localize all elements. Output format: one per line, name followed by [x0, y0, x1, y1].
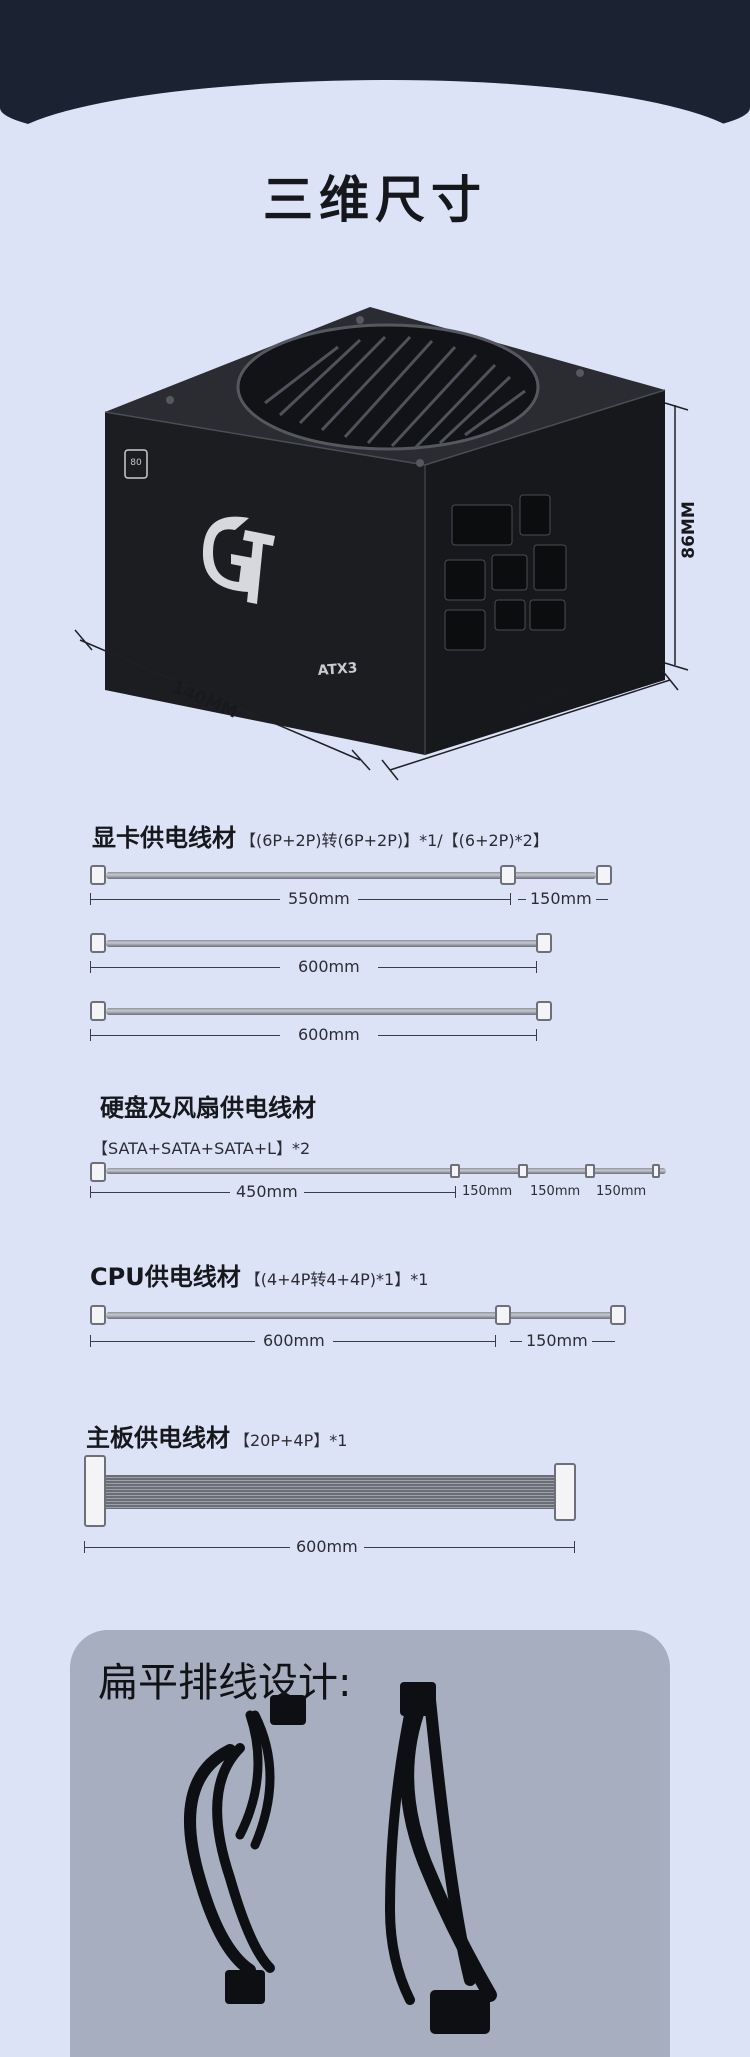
sata-connector-icon [652, 1164, 660, 1178]
dim-tick [574, 1541, 575, 1553]
connector-icon [90, 1305, 106, 1325]
sata-connector-icon [518, 1164, 528, 1178]
8pin-connector-icon [225, 1970, 265, 2004]
connector-icon [610, 1305, 626, 1325]
dim-height-label: 86MM [678, 501, 699, 559]
cpu-spec-text: 【(4+4P转4+4P)*1】*1 [244, 1270, 429, 1289]
dim-tick [495, 1335, 496, 1347]
sata-spec-text: 【SATA+SATA+SATA+L】*2 [92, 1139, 311, 1158]
cpu-section-title: CPU供电线材【(4+4P转4+4P)*1】*1 [90, 1257, 428, 1292]
connector-icon [90, 1162, 106, 1182]
gpu-cable-3: 600mm [90, 1001, 560, 1061]
80-plus-badge [124, 449, 148, 479]
gpu-cable1-branch-length: 150mm [526, 889, 596, 908]
mb-spec-text: 【20P+4P】*1 [234, 1431, 348, 1450]
mb-cable-length: 600mm [290, 1537, 364, 1556]
sata-connector-icon [450, 1164, 460, 1178]
connector-icon [536, 933, 552, 953]
page-title: 三维尺寸 [263, 171, 487, 229]
cpu-title-text: CPU供电线材 [90, 1263, 241, 1291]
gpu-title-text: 显卡供电线材 [92, 824, 236, 852]
cable-line [106, 1312, 616, 1319]
atx-label: ATX3 [317, 660, 358, 679]
dim-tick [536, 961, 537, 973]
psu-illustration: 80 ATX3 [60, 295, 700, 785]
mb-cable: 600mm [84, 1455, 584, 1565]
gt-logo-icon [202, 516, 275, 604]
connector-icon [495, 1305, 511, 1325]
mb-title-text: 主板供电线材 [86, 1424, 230, 1452]
gpu-cable2-length: 600mm [280, 957, 378, 976]
fan-icon [236, 323, 540, 451]
connector-icon [90, 865, 106, 885]
dim-tick [84, 1541, 85, 1553]
flat-cable-card: 扁平排线设计: [70, 1630, 670, 2057]
sata-cable: 450mm 150mm 150mm 150mm [90, 1162, 670, 1212]
24pin-connector-icon [430, 1990, 490, 2034]
psu-dimension-lines [74, 402, 689, 781]
flat-card-title: 扁平排线设计: [98, 1660, 352, 1706]
flat-ribbon-cable [106, 1475, 556, 1509]
gpu-cable-2: 600mm [90, 933, 560, 993]
cable-line [106, 1008, 546, 1015]
sata-connector-icon [585, 1164, 595, 1178]
sata-seg2-length: 150mm [530, 1184, 581, 1199]
24pin-connector-icon [554, 1463, 576, 1521]
gpu-cable1-main-length: 550mm [280, 889, 358, 908]
connector-icon [90, 1001, 106, 1021]
dim-tick [90, 1335, 91, 1347]
gpu-section-title: 显卡供电线材【(6P+2P)转(6P+2P)】*1/【(6+2P)*2】 [92, 818, 549, 853]
flat-cable-photo [184, 1682, 497, 2034]
mb-section-title: 主板供电线材【20P+4P】*1 [86, 1418, 347, 1453]
cable-line [106, 872, 596, 879]
badge-text: 80 [130, 458, 142, 468]
gpu-spec-text: 【(6P+2P)转(6P+2P)】*1/【(6+2P)*2】 [240, 831, 549, 850]
8pin-connector-icon [270, 1695, 306, 1725]
dim-tick [90, 961, 91, 973]
cable-line [106, 940, 546, 947]
psu-drawing: 80 ATX3 [104, 307, 666, 755]
cpu-main-length: 600mm [255, 1331, 333, 1350]
dim-tick [455, 1186, 456, 1198]
connector-icon [500, 865, 516, 885]
connector-icon [596, 865, 612, 885]
dim-tick [510, 893, 511, 905]
dim-tick [536, 1029, 537, 1041]
gpu-cable3-length: 600mm [280, 1025, 378, 1044]
sata-section-title: 硬盘及风扇供电线材 [100, 1094, 316, 1122]
24pin-connector-icon [84, 1455, 106, 1527]
sata-main-length: 450mm [230, 1182, 304, 1201]
connector-icon [536, 1001, 552, 1021]
dim-tick [90, 1029, 91, 1041]
cpu-cable: 600mm 150mm [90, 1305, 640, 1365]
dim-tick [90, 893, 91, 905]
8pin-connector-icon [400, 1682, 436, 1716]
cable-line [106, 1168, 666, 1174]
sata-seg1-length: 150mm [462, 1184, 513, 1199]
sata-seg3-length: 150mm [596, 1184, 647, 1199]
cpu-branch-length: 150mm [522, 1331, 592, 1350]
psu-left-face [105, 412, 425, 755]
connector-icon [90, 933, 106, 953]
gpu-cable-1: 550mm 150mm [90, 865, 630, 925]
dim-tick [90, 1186, 91, 1198]
